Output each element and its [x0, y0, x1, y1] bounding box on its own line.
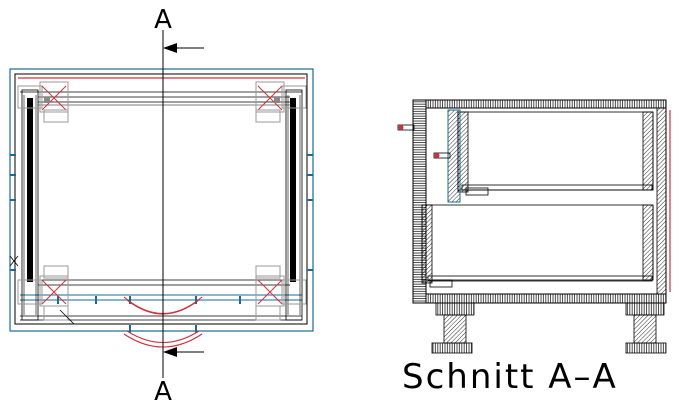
side-ticks	[10, 154, 313, 333]
foot-left	[431, 302, 475, 354]
section-arrow-bottom	[163, 347, 204, 357]
left-post	[21, 89, 39, 321]
handle-upper	[397, 124, 415, 131]
lower-drawer	[421, 204, 654, 288]
outer-frame	[9, 68, 314, 332]
hinge-top-left	[17, 81, 69, 123]
section-view: Schnitt A–A	[397, 99, 671, 397]
side-mark	[9, 255, 19, 267]
handle-lower	[433, 152, 451, 159]
upper-drawer	[447, 109, 654, 203]
section-title: Schnitt A–A	[402, 357, 618, 397]
back-wall	[656, 107, 667, 295]
top-panel	[425, 99, 667, 109]
bottom-panel	[425, 293, 667, 304]
section-mark-bottom: A	[154, 377, 172, 407]
hinge-top-right	[255, 81, 307, 123]
hinge-bottom-left	[17, 265, 75, 325]
right-post	[285, 89, 303, 321]
plan-view: A A	[9, 5, 314, 407]
foot-right	[625, 302, 667, 354]
section-arrow-top	[163, 43, 204, 53]
hinge-bottom-right	[255, 265, 307, 321]
section-mark-top: A	[154, 5, 172, 35]
